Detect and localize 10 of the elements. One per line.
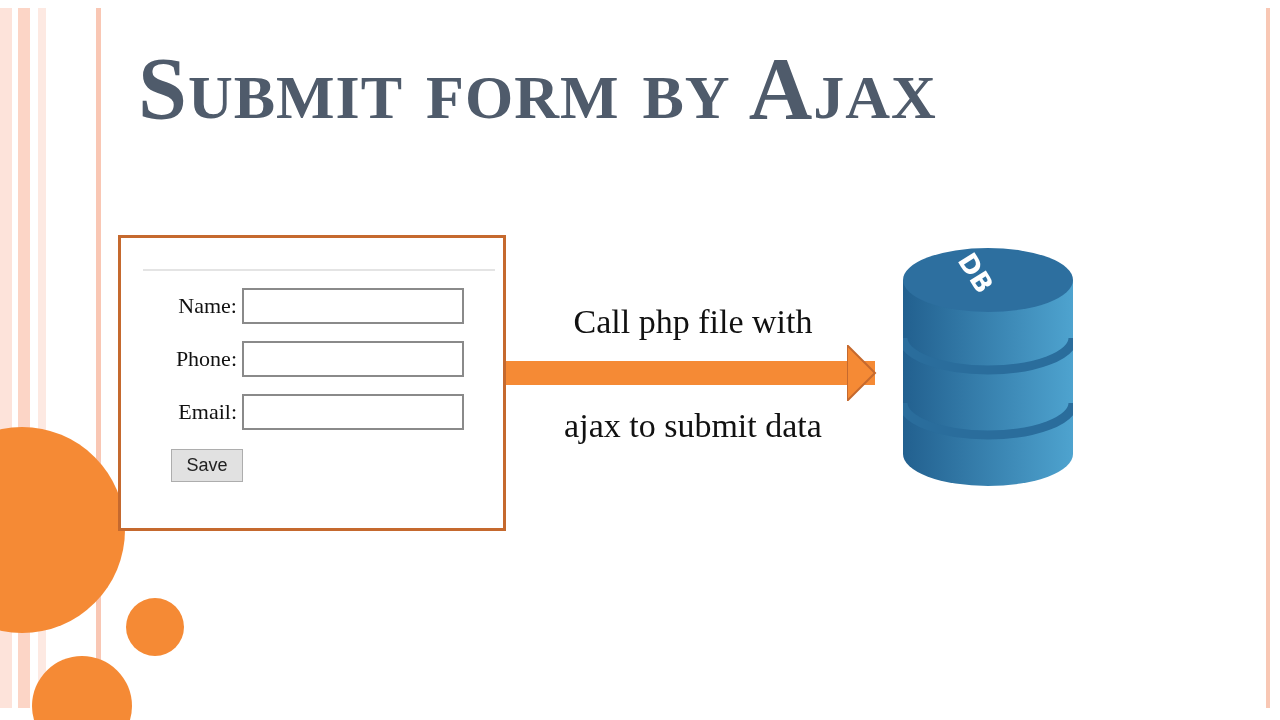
field-label: Phone: [174,346,238,372]
slide-title: Submit form by Ajax [138,39,937,139]
field-label: Name: [177,293,238,319]
edge-label: Call php file with ajax to submit data [563,302,823,446]
save-button: Save [171,449,243,482]
field-label: Email: [177,399,238,425]
arrow [506,344,876,402]
db-label: DB [952,247,1000,299]
database-cylinder [903,248,1073,486]
form-panel [118,235,506,531]
